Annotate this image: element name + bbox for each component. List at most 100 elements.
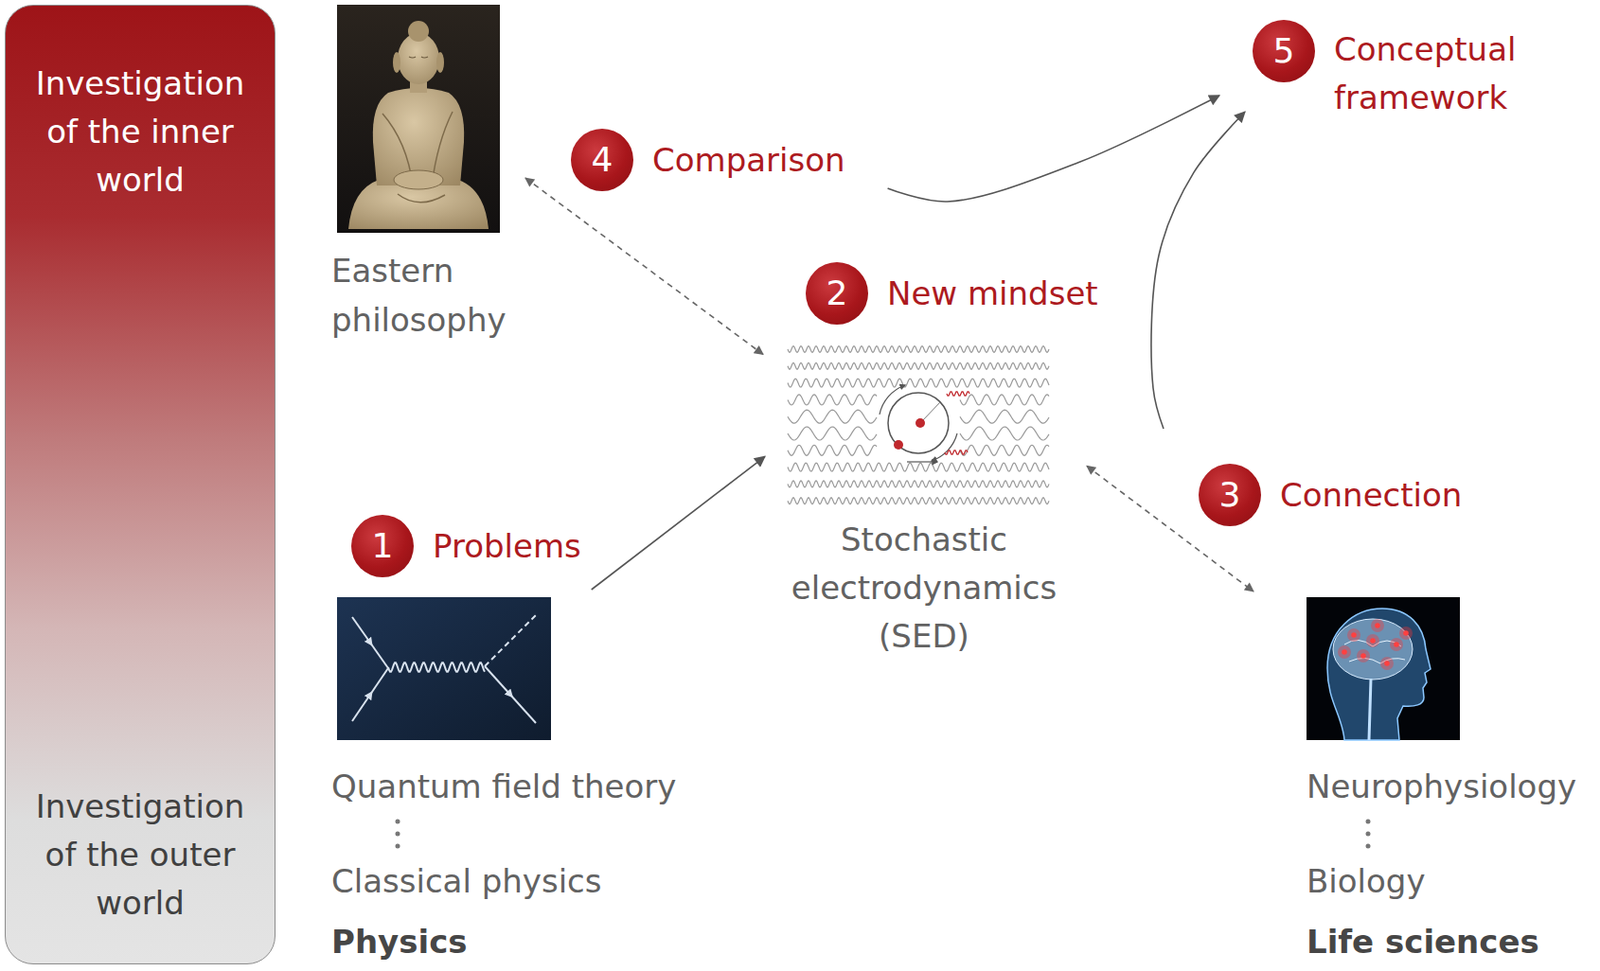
- step-badge: 3 Connection: [1198, 463, 1462, 527]
- field-wave: [787, 444, 877, 456]
- caption-text: Neurophysiology: [1306, 763, 1591, 812]
- ellipsis-dot: [395, 819, 401, 825]
- picture-caption: Eastern philosophy: [331, 4, 521, 345]
- field-wave: [960, 394, 1049, 406]
- callout-number: 3: [1219, 478, 1242, 513]
- orbit-arrow: [879, 385, 906, 415]
- neuron-glow: [1356, 649, 1370, 663]
- brain-shape: [1333, 619, 1413, 680]
- photon-wave: [388, 662, 485, 673]
- statue-eyes: [408, 56, 428, 58]
- dashed-arrow: [525, 177, 764, 355]
- callout-number: 4: [591, 142, 614, 178]
- ellipsis-dot: [395, 832, 401, 837]
- fermion-line: [352, 617, 389, 669]
- neuron-spot: [1384, 660, 1390, 667]
- neuron-spot: [1341, 649, 1348, 656]
- photo-background: [337, 4, 500, 233]
- field-wave: [960, 444, 1049, 456]
- neuron-glow: [1370, 619, 1385, 633]
- field-wave: [960, 426, 1049, 441]
- ellipsis-dots: [395, 819, 1371, 850]
- axis-band: Investigation of the inner worldInvestig…: [4, 4, 276, 965]
- number-circle: 4: [570, 128, 634, 192]
- group-title: Life sciences: [1306, 923, 1591, 962]
- field-wave: [787, 462, 1049, 472]
- statue-hands: [393, 170, 444, 190]
- radiation-wave: [944, 450, 968, 455]
- step-heading: Comparison: [652, 136, 846, 185]
- band-label: Investigation of the inner world: [20, 59, 260, 205]
- photo-background: [1306, 597, 1460, 741]
- field-wave: [787, 378, 1049, 388]
- field-wave: [787, 426, 877, 441]
- caption-text: Eastern philosophy: [331, 246, 521, 345]
- nucleus-dot: [915, 418, 925, 428]
- ellipsis-dot: [1366, 844, 1371, 850]
- fermion-arrow: [352, 617, 389, 669]
- neuron-glow: [1399, 626, 1413, 640]
- neuron-spot: [1369, 638, 1376, 644]
- head-silhouette: [1327, 608, 1431, 741]
- radiation-wave: [946, 391, 970, 396]
- electron-dot: [893, 440, 904, 450]
- spinal-cord: [1368, 678, 1371, 741]
- photo-background: [337, 597, 552, 741]
- number-circle: 2: [805, 262, 869, 325]
- step-heading: Connection: [1280, 471, 1462, 520]
- field-wave: [787, 497, 1049, 505]
- neuron-glow: [1347, 628, 1361, 642]
- statue-ear: [436, 52, 445, 73]
- robe-folds: [382, 111, 453, 203]
- callout-number: 1: [372, 529, 394, 564]
- field-wave: [787, 409, 877, 424]
- step-heading: Conceptual framework: [1333, 25, 1538, 123]
- field-wave: [787, 480, 1049, 488]
- orbit-circle: [888, 392, 949, 454]
- band-label: Investigation of the outer world: [20, 782, 260, 928]
- flow-arrow: [1151, 111, 1245, 429]
- wave-field: [787, 346, 1049, 505]
- caption-text: Quantum field theory: [331, 763, 729, 812]
- step-badge: 4 Comparison: [570, 128, 846, 192]
- orbit-arrow: [906, 461, 938, 463]
- fermion-line: [484, 666, 536, 724]
- caption-text: Classical physics: [331, 857, 729, 907]
- flow-arrow: [591, 456, 765, 590]
- field-wave: [787, 394, 877, 406]
- field-column: NeurophysiologyBiologyLife sciences: [1306, 597, 1591, 962]
- neuron-spot: [1374, 622, 1381, 629]
- fermion-line: [352, 668, 389, 722]
- step-badge: 1 Problems: [351, 515, 582, 578]
- number-circle: 5: [1252, 19, 1316, 83]
- flow-arrow: [888, 95, 1220, 202]
- statue-ear: [392, 52, 401, 73]
- number-circle: 1: [351, 515, 414, 578]
- callout-number: 2: [826, 276, 849, 311]
- field-wave: [960, 409, 1049, 424]
- neuron-spot: [1360, 653, 1367, 659]
- orbit-arrow: [931, 433, 958, 462]
- neuron-spot: [1403, 630, 1409, 637]
- step-heading: Problems: [432, 522, 582, 571]
- ellipsis-dot: [1366, 832, 1371, 837]
- caption-text: Stochastic electrodynamics (SED): [782, 515, 1067, 661]
- step-badge: 5 Conceptual framework: [1252, 19, 1538, 123]
- neuron-glow: [1380, 657, 1394, 671]
- neuron-spot: [1393, 641, 1400, 648]
- neuron-glow: [1366, 634, 1380, 648]
- picture-caption: Stochastic electrodynamics (SED): [782, 341, 1067, 661]
- field-wave: [787, 346, 1049, 354]
- dashed-arrow: [1086, 465, 1254, 592]
- step-heading: New mindset: [887, 269, 1099, 319]
- neuron-glow: [1389, 638, 1404, 652]
- statue-topknot: [408, 20, 429, 42]
- neuron-spots: [1337, 619, 1413, 671]
- step-badge: 2 New mindset: [805, 262, 1099, 325]
- group-title: Physics: [331, 923, 729, 962]
- ellipsis-dot: [1366, 819, 1371, 825]
- field-wave: [787, 362, 1049, 370]
- fermion-arrow: [352, 668, 389, 722]
- fermion-line: [484, 615, 536, 667]
